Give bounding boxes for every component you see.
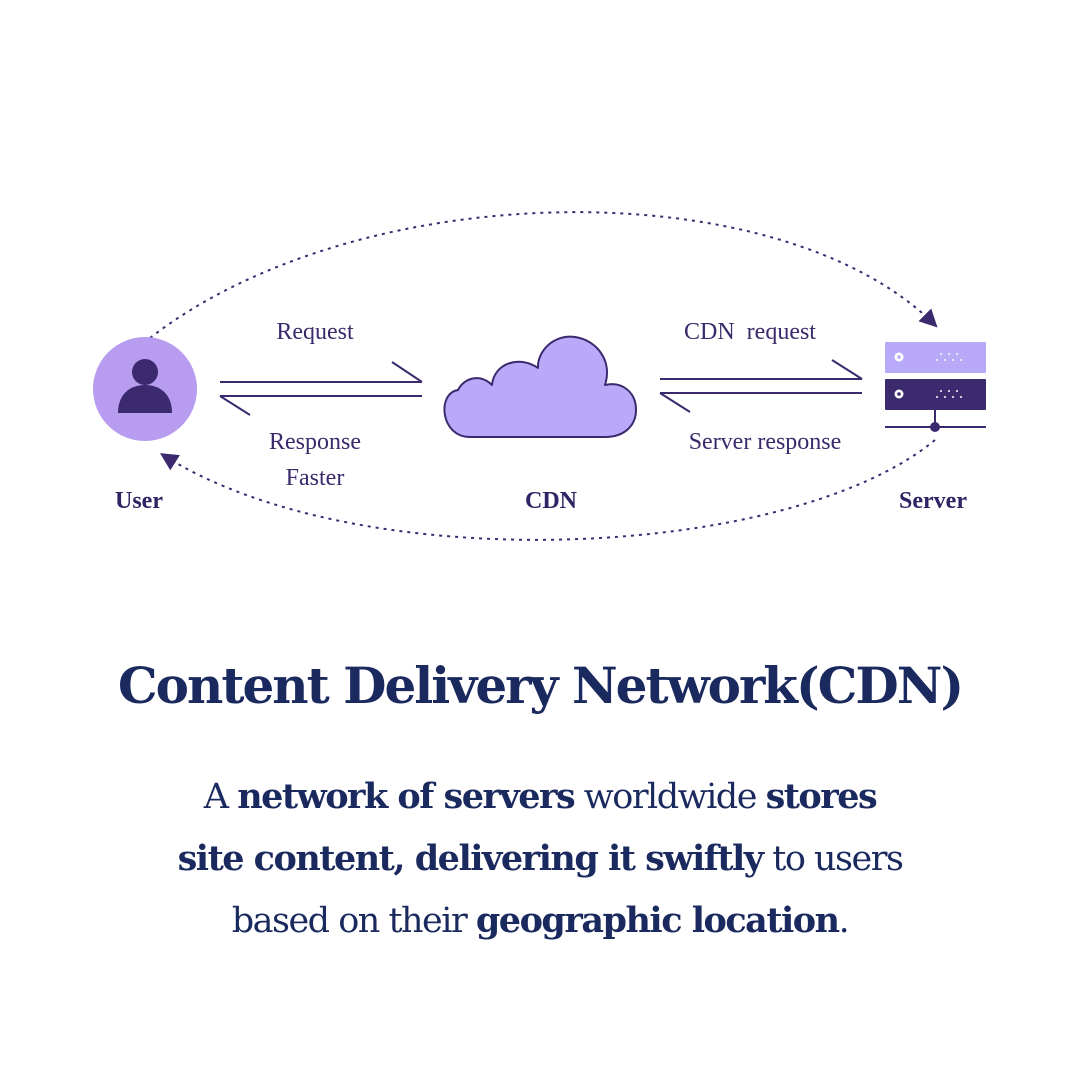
description-text: to users xyxy=(762,839,904,879)
description-text: . xyxy=(838,901,850,941)
description-bold-text: network of servers xyxy=(237,776,575,817)
user-icon xyxy=(118,359,172,413)
description-bold-text: geographic location xyxy=(475,900,840,941)
server-response-label: Server response xyxy=(689,429,842,455)
request-label: Request xyxy=(276,319,354,345)
cdn-flow-diagram: Request Response Faster CDN request Serv… xyxy=(93,211,986,541)
server-icon xyxy=(885,342,986,432)
cdn-request-label: CDN request xyxy=(684,319,816,345)
response-label: Response xyxy=(269,429,361,455)
direct-request-arc xyxy=(149,211,938,339)
description-text: A xyxy=(203,777,238,817)
cdn-label: CDN xyxy=(525,488,578,514)
cloud-icon xyxy=(443,335,637,438)
user-cdn-arrows xyxy=(219,361,423,416)
user-label: User xyxy=(115,488,163,514)
cdn-server-arrows xyxy=(659,359,863,413)
description-bold-text: site content, delivering it swiftly xyxy=(177,838,765,879)
description-text: based on their xyxy=(231,901,476,941)
direct-response-arc xyxy=(159,439,936,541)
description-bold-text: stores xyxy=(765,776,878,817)
page-title: Content Delivery Network(CDN) xyxy=(117,656,964,715)
server-label: Server xyxy=(899,488,967,514)
faster-label: Faster xyxy=(286,465,345,491)
user-node xyxy=(93,337,197,441)
description-text: worldwide xyxy=(574,777,766,817)
